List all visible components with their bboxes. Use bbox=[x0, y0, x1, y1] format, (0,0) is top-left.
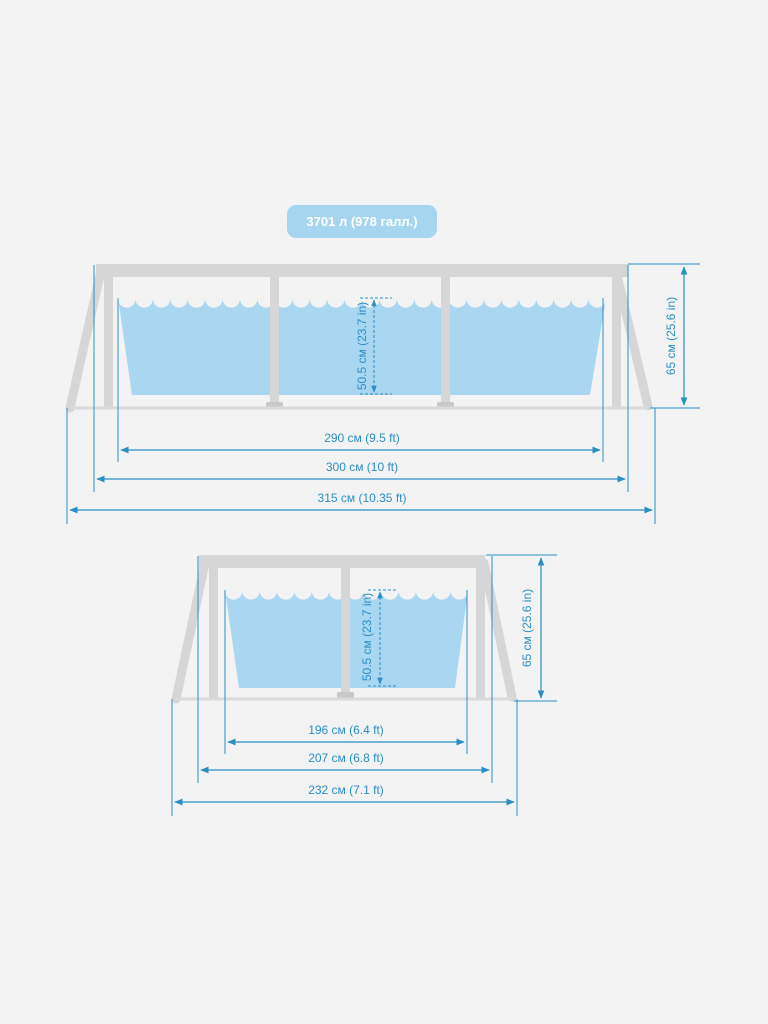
wave-scallop bbox=[222, 290, 241, 308]
large-water-depth-label: 50.5 см (23.7 in) bbox=[355, 302, 369, 390]
wave-scallop bbox=[240, 290, 258, 308]
wave-scallop bbox=[346, 582, 364, 600]
small-inner-width-label: 196 см (6.4 ft) bbox=[308, 723, 384, 737]
large-frame-width-label: 300 см (10 ft) bbox=[326, 460, 398, 474]
large-pool-illustration bbox=[65, 264, 653, 413]
wave-scallop bbox=[484, 290, 502, 308]
wave-scallop bbox=[433, 582, 451, 600]
wave-scallop bbox=[588, 290, 606, 308]
wave-scallop bbox=[381, 582, 399, 600]
small-water-depth-label: 50.5 см (23.7 in) bbox=[360, 593, 374, 681]
wave-scallop bbox=[571, 290, 589, 308]
volume-badge: 3701 л (978 галл.) bbox=[287, 205, 437, 238]
wave-scallop bbox=[396, 290, 415, 308]
volume-badge-text: 3701 л (978 галл.) bbox=[306, 214, 417, 229]
wave-scallop bbox=[274, 290, 293, 308]
wave-scallop bbox=[242, 582, 260, 600]
small-pool-water-depth: 50.5 см (23.7 in) bbox=[360, 589, 398, 687]
wave-scallop bbox=[135, 290, 153, 308]
wave-scallop bbox=[294, 582, 312, 600]
large-pool-widths: 290 см (9.5 ft) 300 см (10 ft) 315 см (1… bbox=[66, 265, 656, 524]
wave-scallop bbox=[553, 290, 572, 308]
small-pool-widths: 196 см (6.4 ft) 207 см (6.8 ft) 232 см (… bbox=[171, 556, 518, 816]
wave-scallop bbox=[170, 290, 188, 308]
small-pool-height: 65 см (25.6 in) bbox=[486, 554, 557, 702]
wave-scallop bbox=[292, 290, 310, 308]
wave-scallop bbox=[344, 290, 362, 308]
wave-scallop bbox=[152, 290, 171, 308]
wave-scallop bbox=[449, 290, 467, 308]
small-height-label: 65 см (25.6 in) bbox=[520, 589, 534, 667]
wave-scallop bbox=[259, 582, 278, 600]
large-height-label: 65 см (25.6 in) bbox=[664, 297, 678, 375]
small-outer-width-label: 232 см (7.1 ft) bbox=[308, 783, 384, 797]
large-inner-width-label: 290 см (9.5 ft) bbox=[324, 431, 400, 445]
wave-scallop bbox=[277, 582, 295, 600]
wave-scallop bbox=[415, 582, 434, 600]
wave-scallop bbox=[450, 582, 469, 600]
large-pool-height: 65 см (25.6 in) bbox=[628, 263, 700, 409]
wave-scallop bbox=[536, 290, 554, 308]
small-frame-width-label: 207 см (6.8 ft) bbox=[308, 751, 384, 765]
wave-scallop bbox=[205, 290, 223, 308]
large-outer-width-label: 315 см (10.35 ft) bbox=[318, 491, 407, 505]
wave-scallop bbox=[327, 290, 345, 308]
wave-scallop bbox=[118, 290, 136, 308]
wave-scallop bbox=[398, 582, 416, 600]
wave-scallop bbox=[379, 290, 397, 308]
wave-scallop bbox=[518, 290, 537, 308]
wave-scallop bbox=[187, 290, 206, 308]
wave-scallop bbox=[466, 290, 484, 308]
large-pool-water-depth: 50.5 см (23.7 in) bbox=[355, 297, 392, 395]
small-pool-illustration bbox=[171, 555, 517, 704]
wave-scallop bbox=[311, 582, 330, 600]
wave-scallop bbox=[414, 290, 432, 308]
wave-scallop bbox=[309, 290, 328, 308]
wave-scallop bbox=[501, 290, 519, 308]
large-pool-water bbox=[118, 298, 606, 395]
wave-scallop bbox=[363, 582, 382, 600]
wave-scallop bbox=[225, 582, 243, 600]
